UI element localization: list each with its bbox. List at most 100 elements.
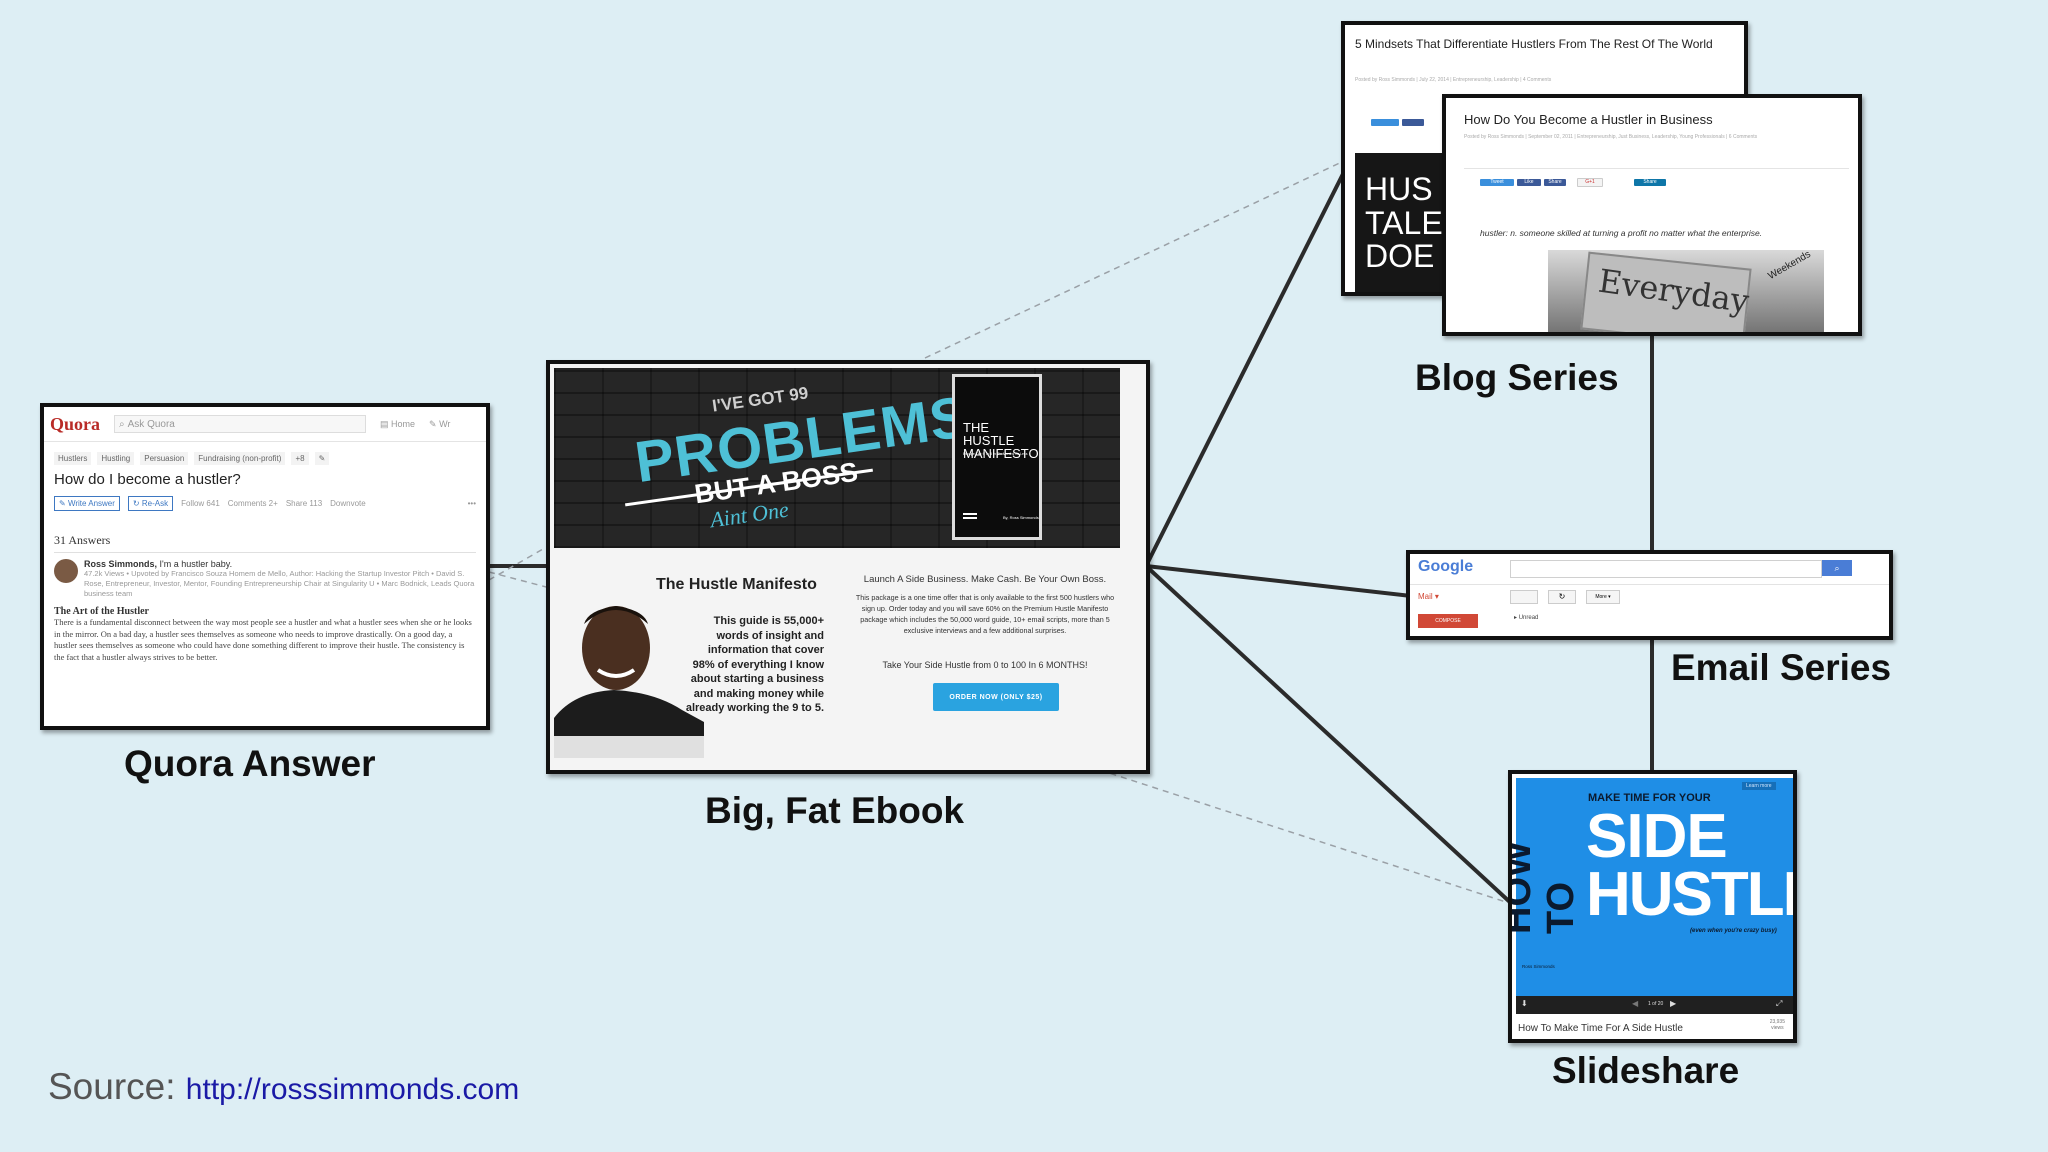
ebook-guide-text: This guide is 55,000+ words of insight a…: [685, 615, 824, 715]
share-button[interactable]: Share 113: [285, 499, 323, 508]
gmail-divider: [1410, 584, 1889, 585]
author-bio: I'm a hustler baby.: [159, 559, 233, 569]
reask-button[interactable]: ↻ Re-Ask: [127, 496, 174, 511]
like-button[interactable]: [1402, 119, 1424, 126]
zoom-guide-ebook-slideshare: [1099, 769, 1513, 905]
more-button[interactable]: More ▾: [1586, 590, 1620, 604]
ebook-content: The Hustle Manifesto This guide is 55,00…: [554, 548, 1120, 758]
hustler-definition: hustler: n. someone skilled at turning a…: [1480, 228, 1763, 238]
author-photo: [554, 586, 704, 758]
previous-slide-icon[interactable]: ◀: [1632, 999, 1639, 1008]
blog-back-title: 5 Mindsets That Differentiate Hustlers F…: [1355, 37, 1713, 51]
nav-home[interactable]: ▤ Home: [380, 418, 416, 429]
link-ebook-slideshare: [1144, 564, 1514, 906]
question-title: How do I become a hustler?: [54, 471, 241, 488]
topic-tag[interactable]: Hustlers: [54, 452, 92, 465]
answer-meta: 47.2k Views • Upvoted by Francisco Souza…: [84, 569, 475, 598]
slideshare-screenshot: HOW TO MAKE TIME FOR YOUR SIDE HUSTLE (e…: [1508, 770, 1797, 1043]
tweet-button[interactable]: [1371, 119, 1399, 126]
topic-tag[interactable]: Hustling: [97, 452, 135, 465]
write-answer-button[interactable]: ✎ Write Answer: [54, 496, 120, 511]
ebook-cover-logo: [963, 513, 977, 519]
quora-header: Quora ⌕Ask Quora ▤ Home ✎ Wr: [44, 407, 486, 442]
question-actions: ✎ Write Answer ↻ Re-Ask Follow 641 Comme…: [44, 490, 486, 517]
slideshare-slide: HOW TO MAKE TIME FOR YOUR SIDE HUSTLE (e…: [1508, 778, 1793, 996]
refresh-icon: ↻: [1558, 592, 1566, 601]
blog-image-sign: Weekends: [1766, 250, 1813, 283]
ebook-cover-subtitle: Escape The 9 To 5 In Six Months Or Less: [963, 452, 1028, 456]
slideshare-title[interactable]: How To Make Time For A Side Hustle: [1518, 1023, 1683, 1034]
gplus-button[interactable]: G+1: [1577, 178, 1603, 187]
topic-tag[interactable]: Persuasion: [140, 452, 189, 465]
ebook-cover-title: THE HUSTLE MANIFESTO: [963, 420, 1039, 461]
blog-back-share-bar: [1371, 113, 1427, 131]
order-now-button[interactable]: ORDER NOW (ONLY $25): [933, 683, 1059, 711]
gmail-search-button[interactable]: ⌕: [1822, 560, 1852, 576]
downvote-button[interactable]: Downvote: [330, 499, 366, 508]
source-link[interactable]: http://rosssimmonds.com: [185, 1073, 520, 1106]
search-icon: ⌕: [119, 418, 125, 430]
ebook-heading: The Hustle Manifesto: [656, 576, 817, 593]
caption-slideshare: Slideshare: [1552, 1050, 1740, 1091]
caption-ebook: Big, Fat Ebook: [705, 790, 964, 831]
ebook-banner: I'VE GOT 99 PROBLEMS BUT A BOSS Aint One…: [554, 368, 1120, 548]
like-button[interactable]: Like: [1517, 179, 1541, 186]
refresh-button[interactable]: ↻: [1548, 590, 1576, 604]
slide-side-text: SIDE: [1586, 802, 1728, 871]
home-icon: ▤: [380, 418, 392, 429]
zoom-guide-quora: [488, 544, 551, 581]
source-credit: Source: http://rosssimmonds.com: [48, 1066, 519, 1108]
ebook-cover: THE HUSTLE MANIFESTO Escape The 9 To 5 I…: [952, 374, 1042, 540]
blog-front-divider: [1464, 168, 1849, 169]
avatar[interactable]: [54, 559, 78, 583]
search-input[interactable]: ⌕Ask Quora: [114, 415, 367, 433]
email-inbox-screenshot: Google ⌕ Mail ▾ ↻ More ▾ COMPOSE ▸ Unrea…: [1406, 550, 1893, 640]
answers-count: 31 Answers: [54, 517, 476, 553]
answer-author: Ross Simmonds, I'm a hustler baby. 47.2k…: [44, 553, 486, 604]
author-name[interactable]: Ross Simmonds,: [84, 559, 158, 569]
slide-author: Ross Simmonds: [1522, 964, 1555, 969]
more-options-icon[interactable]: •••: [467, 499, 476, 508]
gmail-search-input[interactable]: [1510, 560, 1822, 578]
compose-button[interactable]: COMPOSE: [1418, 614, 1478, 628]
gmail-mail-label[interactable]: Mail ▾: [1418, 592, 1439, 601]
slideshare-player-bar: ⬇ ◀ 1 of 20 ▶ ⤢: [1516, 996, 1793, 1014]
select-checkbox[interactable]: [1510, 590, 1538, 604]
comments-button[interactable]: Comments 2+: [227, 499, 278, 508]
linkedin-share-button[interactable]: Share: [1634, 179, 1666, 186]
ebook-cover-author: By, Ross Simmonds: [1003, 515, 1039, 520]
blog-post-front-screenshot: How Do You Become a Hustler in Business …: [1442, 94, 1862, 336]
slide-make-time-text: MAKE TIME FOR YOUR: [1588, 792, 1711, 804]
link-ebook-blog: [1144, 155, 1354, 567]
write-icon: ✎: [429, 418, 440, 429]
fullscreen-icon[interactable]: ⤢: [1776, 999, 1783, 1008]
quora-logo: Quora: [50, 413, 101, 434]
slide-tagline: (even when you're crazy busy): [1690, 928, 1777, 934]
learn-more-button[interactable]: Learn more: [1742, 782, 1776, 790]
nav-write[interactable]: ✎ Wr: [429, 418, 451, 429]
topic-tags: Hustlers Hustling Persuasion Fundraising…: [44, 442, 486, 469]
answer-body: There is a fundamental disconnect betwee…: [54, 617, 472, 662]
facebook-share-button[interactable]: Share: [1544, 179, 1566, 186]
link-ebook-email: [1145, 564, 1412, 598]
blog-back-meta: Posted by Ross Simmonds | July 22, 2014 …: [1355, 77, 1552, 83]
page-indicator: 1 of 20: [1648, 1001, 1664, 1007]
ebook-tagline: Launch A Side Business. Make Cash. Be Yo…: [863, 574, 1107, 585]
topic-tag[interactable]: Fundraising (non-profit): [194, 452, 286, 465]
slide-how-to-text: HOW TO: [1508, 841, 1582, 934]
next-slide-icon[interactable]: ▶: [1670, 999, 1677, 1008]
slide-hustle-text: HUSTLE: [1586, 860, 1793, 929]
caption-blog: Blog Series: [1415, 357, 1619, 398]
unread-filter[interactable]: ▸ Unread: [1514, 615, 1539, 621]
download-icon[interactable]: ⬇: [1521, 999, 1528, 1008]
caption-quora: Quora Answer: [124, 743, 376, 784]
edit-topics-icon[interactable]: ✎: [314, 452, 330, 465]
blog-front-image: Everyday Weekends: [1548, 250, 1824, 332]
source-label: Source:: [48, 1066, 176, 1107]
caption-email: Email Series: [1671, 647, 1892, 688]
follow-button[interactable]: Follow 641: [181, 499, 220, 508]
topic-tag[interactable]: +8: [291, 452, 309, 465]
tweet-button[interactable]: Tweet: [1480, 179, 1514, 186]
